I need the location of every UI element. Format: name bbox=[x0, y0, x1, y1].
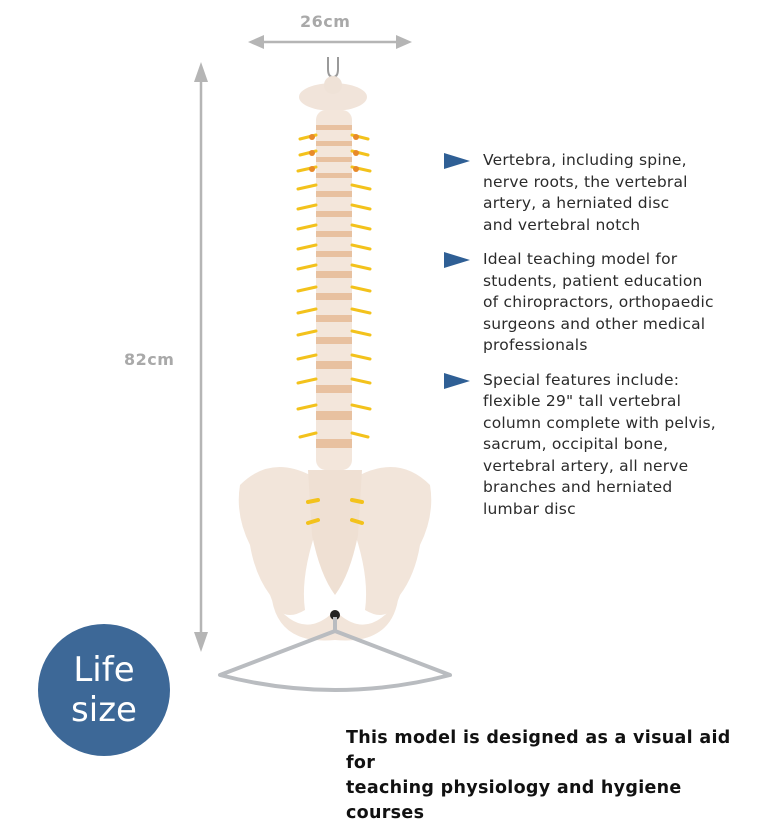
feature-text: Ideal teaching model for students, patie… bbox=[483, 250, 714, 354]
feature-text: Special features include: flexible 29" t… bbox=[483, 370, 716, 518]
triangle-bullet-icon bbox=[444, 252, 470, 268]
spine-model-image bbox=[218, 57, 452, 692]
height-arrow-icon bbox=[194, 62, 208, 652]
badge-line-1: Life bbox=[73, 650, 135, 690]
height-dimension-label: 82cm bbox=[124, 350, 175, 369]
width-arrow-icon bbox=[248, 35, 412, 49]
feature-item: Vertebra, including spine, nerve roots, … bbox=[444, 150, 764, 236]
triangle-bullet-icon bbox=[444, 153, 470, 169]
feature-text: Vertebra, including spine, nerve roots, … bbox=[483, 151, 688, 234]
footer-caption: This model is designed as a visual aid f… bbox=[346, 728, 731, 823]
feature-item: Ideal teaching model for students, patie… bbox=[444, 249, 764, 357]
feature-item: Special features include: flexible 29" t… bbox=[444, 370, 764, 521]
triangle-bullet-icon bbox=[444, 372, 470, 389]
badge-line-2: size bbox=[71, 690, 137, 730]
feature-list: Vertebra, including spine, nerve roots, … bbox=[444, 150, 764, 533]
width-dimension-label: 26cm bbox=[300, 12, 351, 31]
life-size-badge: Life size bbox=[38, 624, 170, 756]
